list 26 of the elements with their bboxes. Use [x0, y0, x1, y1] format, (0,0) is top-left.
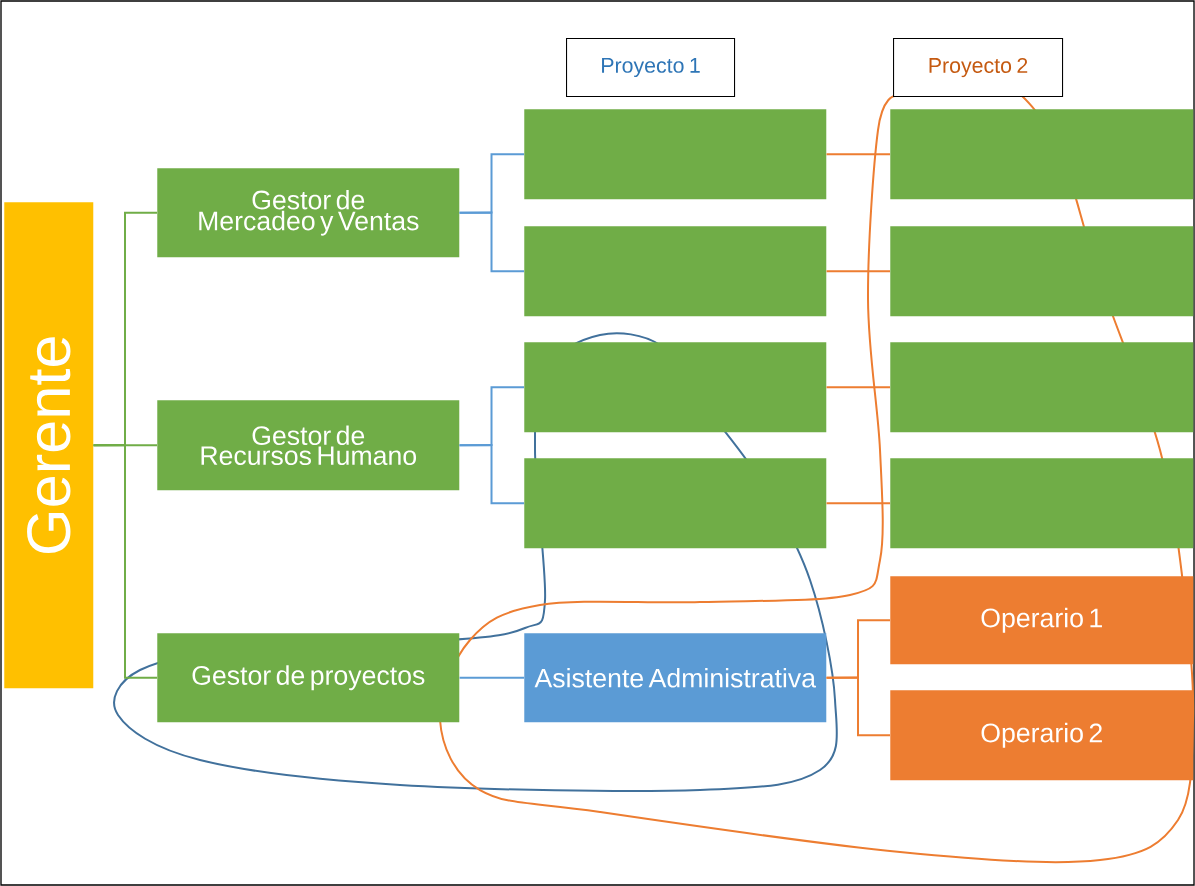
empty-box [890, 342, 1194, 433]
empty-box [890, 458, 1194, 549]
role-box: Gestor de proyectos [157, 633, 460, 723]
empty-box [524, 342, 827, 433]
role-box: Operario 2 [890, 690, 1194, 781]
role-box: Asistente Administrativa [524, 633, 827, 723]
connector [92, 444, 158, 679]
empty-box [524, 109, 827, 200]
role-box: Operario 1 [890, 576, 1194, 665]
connector [458, 676, 525, 679]
role-box: Gerente [4, 202, 94, 689]
role-box: Gestor de Mercadeo y Ventas [157, 168, 460, 258]
connector [825, 153, 891, 156]
connector [825, 676, 891, 737]
connector [825, 386, 891, 389]
empty-box [890, 109, 1194, 200]
connector [825, 502, 891, 505]
project-label: Proyecto 2 [893, 38, 1064, 98]
empty-box [890, 226, 1194, 317]
empty-box [524, 226, 827, 317]
project-label: Proyecto 1 [566, 38, 736, 98]
connector [458, 211, 525, 273]
connector [825, 270, 891, 273]
empty-box [524, 458, 827, 549]
role-box: Gestor de Recursos Humano [157, 400, 460, 491]
connector [458, 444, 525, 505]
